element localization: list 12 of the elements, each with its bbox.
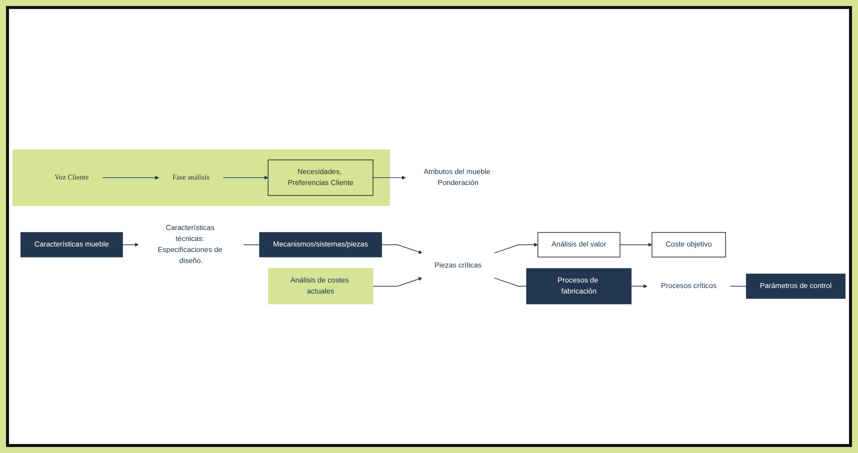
arrow (372, 175, 406, 180)
arrow (122, 242, 139, 246)
arrow (372, 276, 422, 286)
arrow (620, 242, 652, 246)
connector (494, 277, 527, 286)
arrow (630, 284, 648, 288)
connector (243, 244, 260, 245)
cluster (12, 149, 390, 206)
arrow (222, 175, 268, 180)
arrow (494, 242, 538, 254)
arrow (381, 244, 422, 254)
arrow (102, 175, 159, 180)
